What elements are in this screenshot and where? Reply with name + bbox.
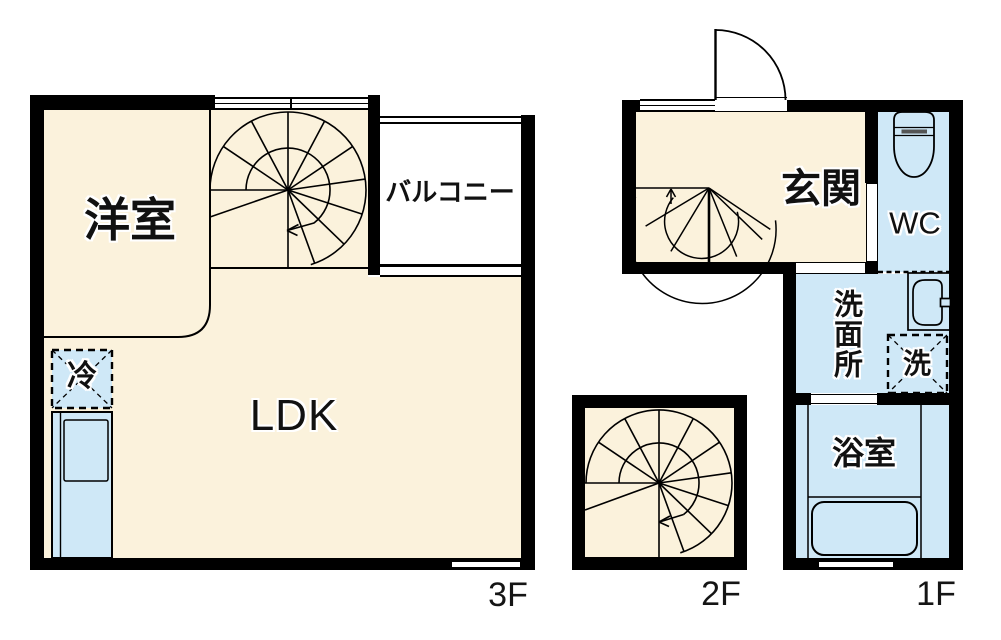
wall-3f-left <box>30 95 44 570</box>
floor-3f-main <box>44 110 368 558</box>
wall-entrance-bottom <box>622 262 796 274</box>
label-western-room: 洋室 <box>84 194 176 246</box>
wall-3f-stair-balcony <box>368 110 380 275</box>
wc-door-panel <box>865 183 878 262</box>
wall-wc-left <box>865 110 878 183</box>
wall-3f-top-b <box>368 95 380 110</box>
floor-wc <box>878 112 949 272</box>
plan-2f-stair-box <box>572 395 747 570</box>
wall-1f-left-upper <box>622 100 636 274</box>
floor-bathroom <box>796 405 949 558</box>
window-ldk-balcony <box>380 264 521 277</box>
wall-3f-top-a <box>30 95 215 110</box>
window-1f-top <box>640 98 715 112</box>
window-3f-bottom <box>452 559 520 569</box>
window-3f-top <box>215 96 368 110</box>
wall-wash-bath-a <box>783 393 811 405</box>
wall-1f-left-lower <box>783 262 796 570</box>
label-wc: WC <box>889 205 941 241</box>
wall-1f-right <box>949 100 963 570</box>
label-balcony: バルコニー <box>385 177 515 207</box>
entrance-door-opening <box>715 97 787 112</box>
balcony-rail <box>380 116 521 124</box>
wall-3f-bottom <box>30 558 535 570</box>
label-washer: 洗 <box>902 348 932 379</box>
wall-3f-right <box>521 115 535 570</box>
balcony-area <box>380 124 521 264</box>
floor-3f-ldk-right <box>368 277 521 558</box>
label-ldk: LDK <box>249 391 339 440</box>
wall-wc-left-block <box>865 262 878 274</box>
floor-label-1f: 1F <box>916 575 956 613</box>
label-washroom: 洗面所 <box>829 289 862 379</box>
label-fridge: 冷 <box>67 360 97 393</box>
label-bathroom: 浴室 <box>831 435 897 471</box>
wall-1f-top-b <box>787 100 963 112</box>
label-entrance: 玄関 <box>781 167 861 211</box>
floor-label-2f: 2F <box>701 575 741 613</box>
bathroom-door-opening <box>811 394 877 404</box>
window-tick <box>290 96 292 110</box>
window-1f-bottom <box>819 559 893 569</box>
floor-label-3f: 3F <box>488 576 528 614</box>
entrance-door-swing-arc-icon <box>714 29 787 101</box>
window-midline <box>640 105 715 107</box>
wall-wash-bath-b <box>877 393 963 405</box>
entrance-washroom-threshold <box>796 262 865 274</box>
